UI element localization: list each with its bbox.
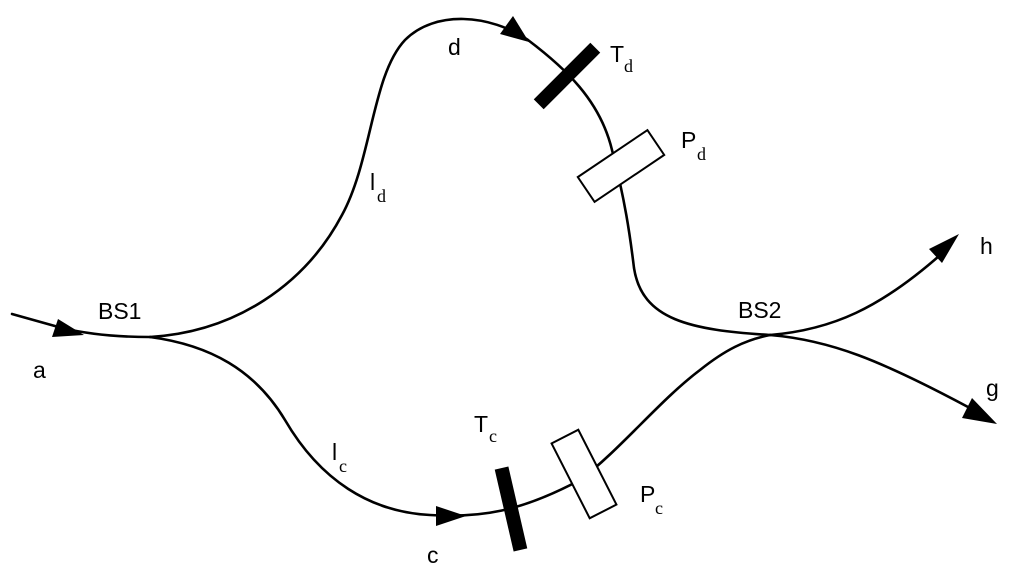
phase-shifter-td: [533, 42, 601, 110]
upper-arm-fiber: [148, 17, 772, 339]
lower-arm-arrow: [436, 506, 466, 526]
output-arrow-h: [929, 234, 959, 263]
input-port-label: a: [33, 357, 46, 383]
bs1-label: BS1: [98, 298, 141, 324]
plate-pd: [576, 128, 666, 204]
input-arrow: [52, 319, 84, 337]
upper-arm-arrow: [500, 16, 529, 42]
length-lc-subscript: c: [339, 456, 347, 476]
shifter-td-symbol: T: [610, 41, 624, 67]
shifter-tc-symbol: T: [474, 411, 488, 437]
plate-pd-symbol: P: [681, 127, 696, 153]
phase-shifter-tc: [494, 466, 528, 552]
output-fiber-h: [768, 246, 950, 337]
output-g-label: g: [986, 375, 999, 401]
shifter-td-subscript: d: [624, 56, 633, 76]
output-h-label: h: [980, 233, 993, 259]
output-arrow-g: [962, 398, 997, 424]
plate-pc-subscript: c: [655, 498, 663, 518]
plate-pd-subscript: d: [697, 144, 706, 164]
lower-arm-label: c: [427, 542, 439, 568]
bs2-label: BS2: [738, 297, 781, 323]
output-fiber-g: [768, 333, 970, 409]
plate-pc: [550, 428, 618, 520]
length-ld-symbol: l: [370, 169, 375, 195]
lower-arm-fiber: [148, 333, 772, 517]
length-lc-symbol: l: [332, 439, 337, 465]
plate-pc-symbol: P: [640, 481, 655, 507]
shifter-tc-subscript: c: [489, 426, 497, 446]
length-ld-subscript: d: [377, 186, 386, 206]
upper-arm-label: d: [448, 34, 461, 60]
